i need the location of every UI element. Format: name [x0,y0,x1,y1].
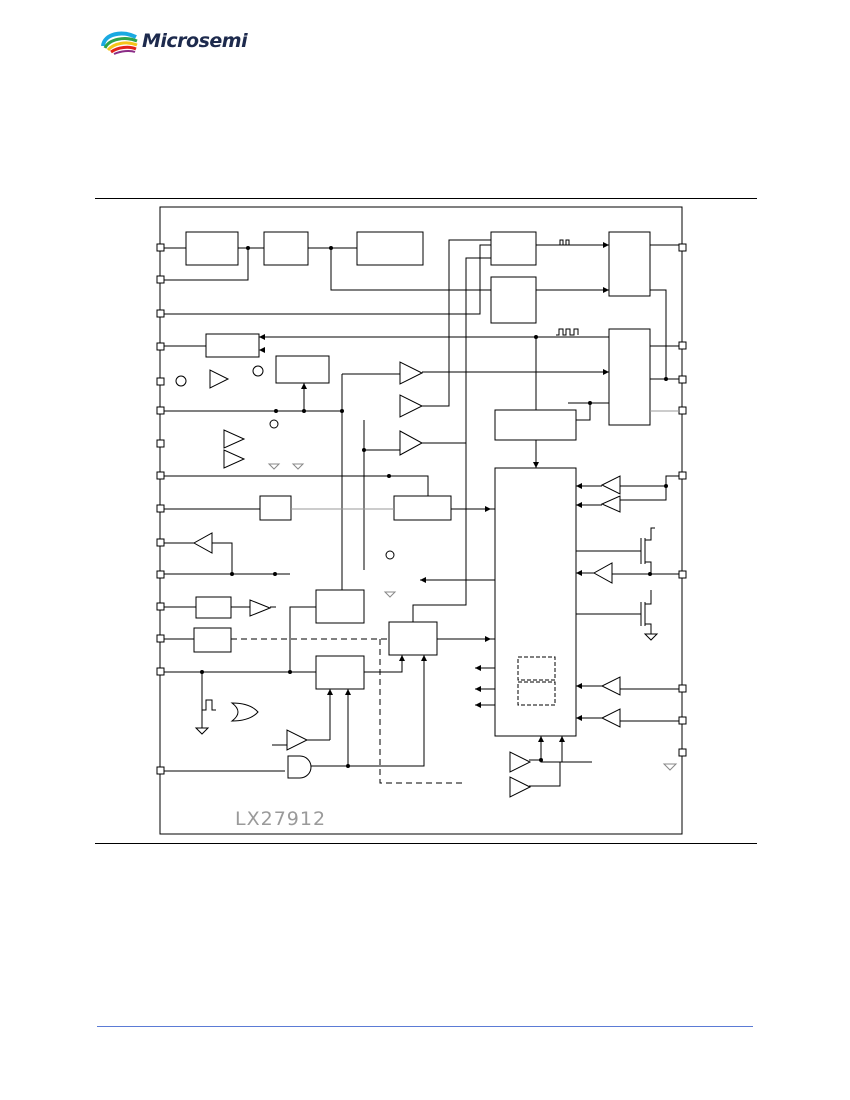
header-rule [95,198,757,199]
block-small [259,495,292,521]
block-b [388,621,438,656]
block-e [193,627,232,653]
chip-label: LX27912 [235,808,327,830]
block-ref [275,355,330,384]
block-top-2 [263,231,309,266]
block-top-1 [185,231,239,266]
block-driver-2 [608,328,651,426]
block-top-3 [356,231,424,266]
footer-rule [97,1026,753,1027]
block-c [315,655,365,690]
section-bottom-rule [95,843,757,844]
block-driver-1 [608,231,651,297]
block-top-4 [490,231,537,266]
block-osc [205,333,260,358]
chip-outline [159,206,683,835]
block-d [195,596,232,619]
block-dashed-2 [517,681,556,706]
block-logic [494,409,577,441]
block-a [315,589,365,624]
brand-name: Microsemi [142,30,248,52]
block-top-5 [490,276,537,324]
block-controller [494,467,577,737]
logo-swirl-icon [101,31,138,55]
block-mid [393,495,452,521]
block-dashed-1 [517,656,556,681]
